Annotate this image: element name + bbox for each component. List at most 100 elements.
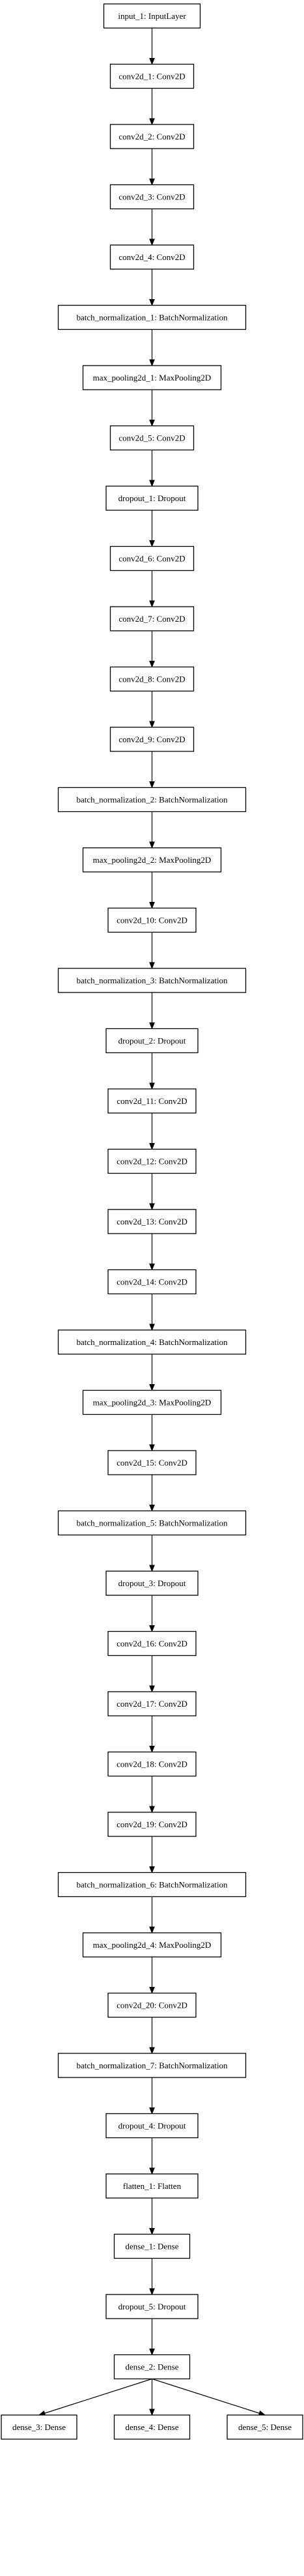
layer-node: conv2d_20: Conv2D bbox=[107, 1992, 197, 2018]
arrowhead-n26-n27 bbox=[149, 1625, 155, 1632]
layer-box bbox=[227, 2414, 303, 2440]
edge-n39-n40 bbox=[44, 2378, 152, 2414]
layer-label: dense_3: Dense bbox=[12, 2422, 66, 2432]
layer-box bbox=[105, 1570, 199, 1596]
layer-label: conv2d_19: Conv2D bbox=[117, 1819, 187, 1829]
arrowhead-n20-n21 bbox=[149, 1264, 155, 1271]
layer-box bbox=[107, 1209, 197, 1234]
layer-node: conv2d_9: Conv2D bbox=[109, 727, 195, 752]
layer-box bbox=[1, 2414, 77, 2440]
arrowhead-n1-n2 bbox=[149, 118, 155, 126]
layer-box bbox=[82, 1932, 222, 1958]
layer-box bbox=[109, 63, 195, 89]
arrowhead-n30-n31 bbox=[149, 1866, 155, 1874]
layer-box bbox=[103, 3, 201, 29]
layer-box bbox=[107, 1992, 197, 2018]
layer-box bbox=[82, 1389, 222, 1415]
arrowhead-n36-n37 bbox=[149, 2228, 155, 2235]
layer-node: dense_4: Dense bbox=[113, 2414, 191, 2440]
arrowhead-n18-n19 bbox=[149, 1143, 155, 1150]
arrowhead-n34-n35 bbox=[149, 2107, 155, 2115]
layer-box bbox=[109, 184, 195, 210]
layer-node: conv2d_13: Conv2D bbox=[107, 1209, 197, 1234]
layer-node: batch_normalization_4: BatchNormalizatio… bbox=[57, 1329, 247, 1355]
layer-label: conv2d_20: Conv2D bbox=[117, 2001, 187, 2010]
layer-label: conv2d_13: Conv2D bbox=[117, 1217, 187, 1226]
layer-label: input_1: InputLayer bbox=[118, 11, 186, 21]
layer-node: max_pooling2d_2: MaxPooling2D bbox=[82, 847, 222, 873]
arrowhead-n15-n16 bbox=[149, 962, 155, 970]
layer-label: conv2d_17: Conv2D bbox=[117, 1699, 187, 1709]
layer-label: flatten_1: Flatten bbox=[123, 2181, 182, 2191]
layer-box bbox=[105, 485, 199, 511]
layer-box bbox=[105, 1028, 199, 1054]
arrowhead-n11-n12 bbox=[149, 721, 155, 729]
layer-box bbox=[113, 2233, 191, 2259]
layer-node: conv2d_14: Conv2D bbox=[107, 1269, 197, 1295]
layer-node: conv2d_18: Conv2D bbox=[107, 1751, 197, 1777]
layer-label: batch_normalization_1: BatchNormalizatio… bbox=[76, 313, 228, 323]
layer-label: dropout_5: Dropout bbox=[118, 2302, 186, 2311]
layer-node: conv2d_1: Conv2D bbox=[109, 63, 195, 89]
arrowhead-n8-n9 bbox=[149, 540, 155, 547]
layer-node: dense_1: Dense bbox=[113, 2233, 191, 2259]
arrowhead-n39-n41 bbox=[149, 2409, 155, 2416]
arrowhead-n7-n8 bbox=[149, 480, 155, 487]
layer-box bbox=[57, 1872, 247, 1898]
layer-node: max_pooling2d_4: MaxPooling2D bbox=[82, 1932, 222, 1958]
layer-box bbox=[107, 1088, 197, 1114]
arrowhead-n25-n26 bbox=[149, 1565, 155, 1572]
arrowhead-n17-n18 bbox=[149, 1082, 155, 1090]
layer-node: dropout_3: Dropout bbox=[105, 1570, 199, 1596]
arrowhead-n0-n1 bbox=[149, 58, 155, 65]
layer-node: dense_3: Dense bbox=[1, 2414, 77, 2440]
layer-box bbox=[107, 1269, 197, 1295]
arrowhead-n23-n24 bbox=[149, 1444, 155, 1452]
arrowhead-n38-n39 bbox=[149, 2349, 155, 2356]
layer-box bbox=[57, 1329, 247, 1355]
layer-node: conv2d_19: Conv2D bbox=[107, 1812, 197, 1837]
layer-node: conv2d_12: Conv2D bbox=[107, 1148, 197, 1174]
layer-node: dropout_2: Dropout bbox=[105, 1028, 199, 1054]
layer-node: max_pooling2d_1: MaxPooling2D bbox=[82, 365, 222, 390]
layer-node: dropout_4: Dropout bbox=[105, 2113, 199, 2139]
layer-box bbox=[107, 1691, 197, 1716]
layer-box bbox=[57, 304, 247, 330]
layer-node: conv2d_16: Conv2D bbox=[107, 1630, 197, 1657]
layer-node: batch_normalization_2: BatchNormalizatio… bbox=[57, 787, 247, 813]
layer-box bbox=[109, 545, 195, 572]
layer-label: conv2d_10: Conv2D bbox=[117, 916, 187, 925]
layer-node: batch_normalization_1: BatchNormalizatio… bbox=[57, 304, 247, 330]
layer-label: max_pooling2d_4: MaxPooling2D bbox=[93, 1940, 212, 1950]
layer-box bbox=[109, 425, 195, 451]
arrowhead-n22-n23 bbox=[149, 1384, 155, 1391]
layer-label: dense_1: Dense bbox=[126, 2242, 179, 2251]
layer-label: conv2d_9: Conv2D bbox=[118, 734, 185, 744]
arrowhead-n2-n3 bbox=[149, 179, 155, 186]
layer-label: max_pooling2d_1: MaxPooling2D bbox=[93, 373, 212, 383]
arrowhead-n33-n34 bbox=[149, 2047, 155, 2055]
layer-node: conv2d_7: Conv2D bbox=[109, 606, 195, 631]
layer-box bbox=[105, 2294, 199, 2319]
layer-label: batch_normalization_2: BatchNormalizatio… bbox=[76, 795, 228, 805]
layer-node: batch_normalization_3: BatchNormalizatio… bbox=[57, 968, 247, 993]
layer-label: conv2d_12: Conv2D bbox=[117, 1157, 187, 1166]
arrowhead-n35-n36 bbox=[149, 2167, 155, 2175]
layer-label: conv2d_3: Conv2D bbox=[118, 192, 185, 202]
layer-node: conv2d_2: Conv2D bbox=[109, 124, 195, 149]
layer-box bbox=[57, 968, 247, 993]
arrowhead-n37-n38 bbox=[149, 2288, 155, 2296]
layer-label: conv2d_6: Conv2D bbox=[118, 554, 185, 564]
layer-label: conv2d_14: Conv2D bbox=[117, 1277, 187, 1287]
arrowhead-n14-n15 bbox=[149, 902, 155, 909]
layer-node: batch_normalization_6: BatchNormalizatio… bbox=[57, 1872, 247, 1898]
arrowhead-n5-n6 bbox=[149, 359, 155, 367]
layer-node: dropout_5: Dropout bbox=[105, 2294, 199, 2319]
layer-node: conv2d_15: Conv2D bbox=[107, 1450, 197, 1475]
layer-node: conv2d_11: Conv2D bbox=[107, 1088, 197, 1114]
layer-node: conv2d_8: Conv2D bbox=[109, 666, 195, 692]
layer-label: dropout_1: Dropout bbox=[118, 493, 186, 503]
layer-node: conv2d_5: Conv2D bbox=[109, 425, 195, 451]
arrowhead-n32-n33 bbox=[149, 1987, 155, 1994]
